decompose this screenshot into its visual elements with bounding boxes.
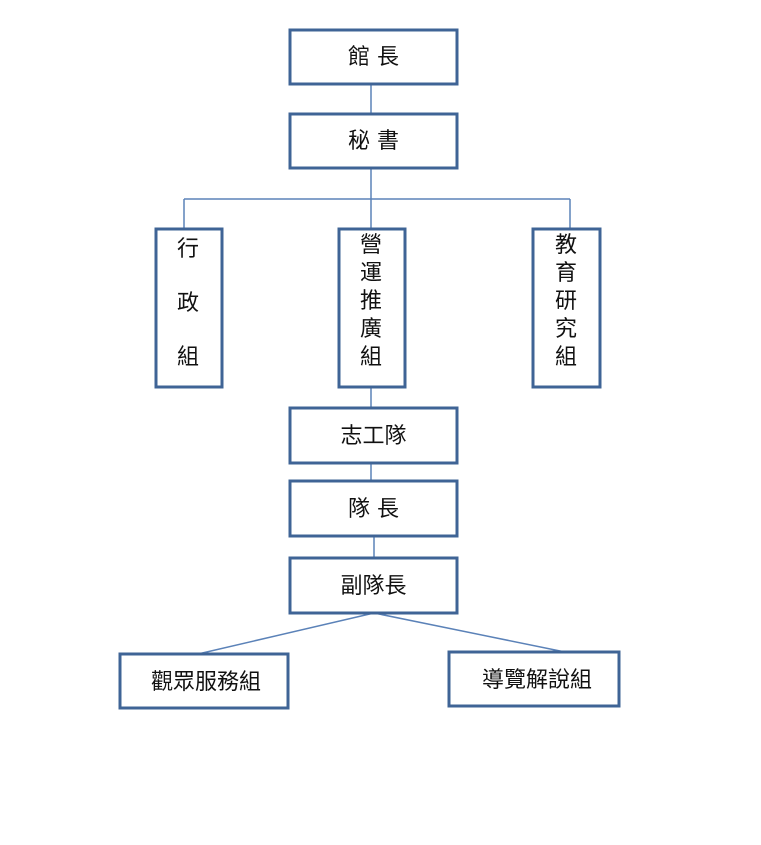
node-director: 館 長 bbox=[288, 28, 459, 86]
node-education-label: 教育研究組 bbox=[555, 233, 577, 370]
node-guide-services: 導覽解說組 bbox=[447, 650, 621, 708]
node-education: 教育研究組 bbox=[531, 227, 602, 389]
node-captain-label: 隊 長 bbox=[348, 497, 399, 522]
node-marketing: 營運推廣組 bbox=[337, 227, 407, 389]
node-director-label: 館 長 bbox=[348, 45, 399, 70]
node-vice: 副隊長 bbox=[288, 556, 459, 615]
node-guide-label: 導覽解說組 bbox=[482, 668, 592, 693]
connector-vice-guide bbox=[373, 612, 566, 653]
node-captain: 隊 長 bbox=[288, 479, 459, 538]
node-admin: 行政組 bbox=[154, 227, 224, 389]
node-secretary: 秘 書 bbox=[288, 112, 459, 170]
node-visitor-services: 觀眾服務組 bbox=[118, 652, 290, 710]
node-secretary-label: 秘 書 bbox=[348, 129, 399, 154]
node-visitor-label: 觀眾服務組 bbox=[151, 670, 261, 695]
node-marketing-label: 營運推廣組 bbox=[360, 233, 382, 370]
connector-vice-visitor bbox=[197, 612, 375, 655]
node-volunteers-label: 志工隊 bbox=[340, 424, 406, 449]
node-vice-label: 副隊長 bbox=[340, 574, 406, 599]
node-volunteers: 志工隊 bbox=[288, 406, 459, 465]
node-admin-label: 行政組 bbox=[177, 237, 199, 370]
